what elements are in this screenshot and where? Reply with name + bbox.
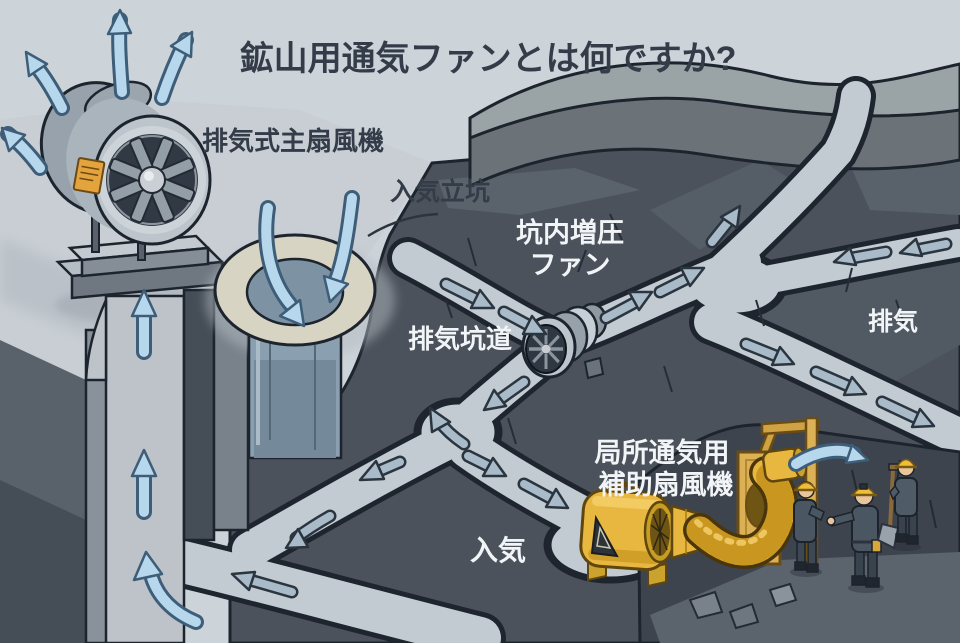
booster-fan-blades — [528, 329, 564, 369]
label-aux-fan-line2: 補助扇風機 — [598, 469, 734, 500]
main-exhaust-fan — [39, 80, 212, 246]
rubble-stones — [688, 582, 798, 630]
tunnel-airflow-arrows — [230, 204, 953, 599]
workers — [790, 458, 921, 593]
booster-fan — [521, 302, 608, 380]
rock-cracks — [445, 213, 905, 445]
worker-2 — [826, 483, 882, 588]
label-booster-fan-line2: ファン — [530, 250, 611, 280]
auxiliary-fan — [579, 446, 808, 588]
fan-blades — [108, 136, 196, 224]
duct-hose — [683, 456, 799, 569]
label-aux-fan-line1: 局所通気用 — [595, 437, 730, 468]
worker-3 — [876, 458, 919, 550]
label-exhaust-tunnel: 排気坑道 — [408, 324, 512, 354]
aux-fan-grille — [650, 509, 670, 555]
label-intake-shaft: 入気立坑 — [390, 177, 490, 206]
worker-1 — [793, 481, 825, 573]
label-intake: 入気 — [470, 535, 526, 566]
fan-label-plate — [72, 157, 106, 195]
intake-shaft-leader-line — [367, 212, 439, 238]
label-booster-fan-line1: 坑内増圧 — [516, 217, 624, 248]
page-title: 鉱山用通気ファンとは何ですか? — [240, 40, 737, 78]
surface-airflow-arrows — [0, 8, 870, 630]
rock-left-dark — [0, 480, 86, 643]
exhaust-shaft — [55, 285, 250, 643]
label-exhaust: 排気 — [868, 307, 918, 336]
shovel-icon — [876, 522, 900, 550]
label-main-fan: 排気式主扇風機 — [202, 126, 384, 156]
aux-fan-handle — [604, 482, 642, 494]
